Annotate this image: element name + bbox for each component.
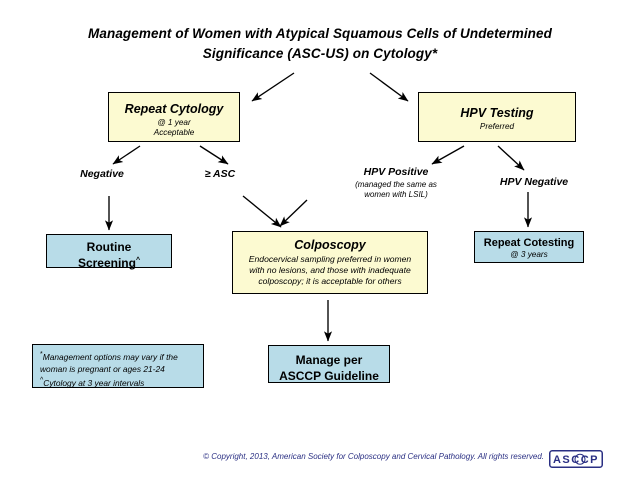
node-routine-screening-line2: Screening bbox=[77, 255, 136, 270]
asccp-logo-circle bbox=[574, 453, 586, 465]
label-hpv-positive-group: HPV Positive (managed the same as women … bbox=[326, 166, 466, 200]
node-colposcopy-sub2: with no lesions, and those with inadequa… bbox=[249, 264, 411, 275]
footnote-2: ^Cytology at 3 year intervals bbox=[40, 376, 197, 390]
footnote-1: *Management options may vary if the bbox=[40, 350, 197, 364]
node-hpv-testing[interactable]: HPV Testing Preferred bbox=[418, 92, 576, 142]
node-hpv-testing-sub1: Preferred bbox=[479, 121, 515, 131]
arrow-hpv-positive-to-colposcopy bbox=[279, 199, 308, 227]
arrow-hpv-to-positive bbox=[431, 145, 465, 165]
arrow-top-to-hpv-testing bbox=[369, 72, 409, 102]
label-hpv-negative: HPV Negative bbox=[499, 176, 569, 188]
node-manage-per-asccp-guideline[interactable]: Manage per ASCCP Guideline bbox=[268, 345, 390, 383]
arrow-hpv-to-negative bbox=[497, 145, 525, 171]
footnote-2-text: Cytology at 3 year intervals bbox=[43, 377, 145, 388]
label-hpv-positive-sub2: women with LSIL) bbox=[364, 190, 428, 200]
node-repeat-cytology-sub2: Acceptable bbox=[153, 128, 195, 138]
label-hpv-positive: HPV Positive bbox=[363, 166, 429, 178]
node-colposcopy-sub3: colposcopy; it is acceptable for others bbox=[258, 276, 402, 287]
footnotes-box: *Management options may vary if the woma… bbox=[32, 344, 204, 388]
node-repeat-cotesting-title: Repeat Cotesting bbox=[483, 237, 575, 249]
node-repeat-cytology[interactable]: Repeat Cytology @ 1 year Acceptable bbox=[108, 92, 240, 142]
node-routine-screening-line2-wrap: Screening^ bbox=[47, 256, 171, 272]
node-repeat-cotesting[interactable]: Repeat Cotesting @ 3 years bbox=[474, 231, 584, 263]
asccp-logo: ASCCP bbox=[549, 450, 603, 468]
arrow-top-to-repeat-cytology bbox=[251, 72, 295, 102]
node-repeat-cytology-title: Repeat Cytology bbox=[124, 102, 224, 116]
footnote-1-cont: woman is pregnant or ages 21-24 bbox=[40, 363, 165, 374]
node-manage-line2: ASCCP Guideline bbox=[279, 368, 379, 383]
footnote-1-text: Management options may vary if the bbox=[42, 351, 178, 362]
label-hpv-positive-sub1: (managed the same as bbox=[355, 179, 437, 189]
arrow-gte-asc-to-colposcopy bbox=[242, 195, 282, 228]
copyright-notice: © Copyright, 2013, American Society for … bbox=[203, 452, 544, 461]
node-manage-line1: Manage per bbox=[295, 353, 363, 367]
node-colposcopy-sub1: Endocervical sampling preferred in women bbox=[248, 253, 412, 264]
node-repeat-cotesting-sub1: @ 3 years bbox=[510, 250, 548, 260]
label-gte-asc: ≥ ASC bbox=[204, 168, 236, 180]
arrow-cytology-to-negative bbox=[112, 145, 141, 165]
node-routine-screening-marker: ^ bbox=[135, 256, 141, 264]
node-colposcopy-title: Colposcopy bbox=[294, 238, 366, 252]
arrow-cytology-to-gte-asc bbox=[199, 145, 229, 165]
asccp-logo-frame bbox=[549, 450, 603, 468]
node-colposcopy[interactable]: Colposcopy Endocervical sampling preferr… bbox=[232, 231, 428, 294]
node-repeat-cytology-sub1: @ 1 year bbox=[157, 117, 191, 127]
page-title: Management of Women with Atypical Squamo… bbox=[88, 26, 552, 61]
node-hpv-testing-title: HPV Testing bbox=[460, 106, 534, 120]
footnote-2-marker: ^ bbox=[40, 376, 44, 384]
footnote-1-marker: * bbox=[40, 351, 43, 358]
node-routine-screening-line1: Routine bbox=[86, 240, 132, 254]
label-negative: Negative bbox=[80, 168, 124, 180]
node-routine-screening[interactable]: Routine Screening^ bbox=[46, 234, 172, 270]
